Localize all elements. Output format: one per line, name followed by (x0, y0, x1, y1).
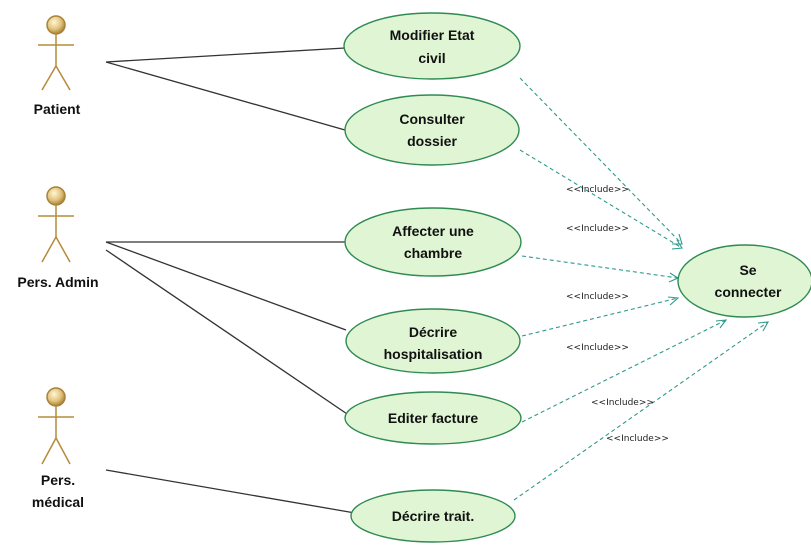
use-case-ellipse (343, 12, 521, 80)
actor-stick-figure-icon (38, 186, 74, 263)
use-case-ellipse (344, 391, 522, 445)
use-case-label-line2: civil (418, 50, 445, 66)
include-arrowhead-decrire-trait (757, 321, 769, 332)
association-medical-decrire-trait (105, 469, 356, 514)
use-case-ellipse (344, 207, 522, 277)
actor-label-pers-admin: Pers. Admin (17, 274, 98, 290)
use-case-affecter-chambre[interactable]: Affecter une chambre (344, 207, 522, 277)
include-line-affecter (521, 255, 679, 279)
association-admin-decrire-hosp (105, 241, 347, 331)
use-case-label-line1: Décrire (409, 324, 457, 340)
include-labels: <<Include>> <<Include>> <<Include>> <<In… (566, 185, 669, 444)
use-case-label: Décrire trait. (392, 508, 474, 524)
include-label-extra: <<Include>> (591, 398, 654, 408)
include-line-decrire-trait (513, 321, 769, 501)
include-label-affecter: <<Include>> (566, 224, 629, 234)
actor-patient[interactable]: Patient (34, 15, 81, 117)
use-case-decrire-trait[interactable]: Décrire trait. (350, 489, 516, 543)
use-case-label-line1: Affecter une (392, 223, 474, 239)
include-arrowhead-editer (715, 319, 728, 329)
use-case-ellipse (350, 489, 516, 543)
use-case-label-line2: chambre (404, 245, 463, 261)
use-case-label-line2: connecter (715, 284, 782, 300)
include-label-editer: <<Include>> (566, 343, 629, 353)
use-case-label-line1: Se (739, 262, 756, 278)
include-label-consulter: <<Include>> (566, 185, 629, 195)
use-case-label-line1: Consulter (399, 111, 465, 127)
association-patient-consulter (105, 61, 346, 131)
use-case-editer-facture[interactable]: Editer facture (344, 391, 522, 445)
include-dependencies (513, 77, 769, 501)
include-label-decrire-trait: <<Include>> (606, 434, 669, 444)
actor-stick-figure-icon (38, 387, 74, 465)
actor-pers-medical[interactable]: Pers. médical (32, 387, 84, 510)
include-arrowhead-decrire-hosp (667, 296, 680, 306)
association-admin-editer (105, 249, 354, 419)
actor-label-pers-medical-line2: médical (32, 494, 84, 510)
include-line-editer (521, 319, 727, 423)
include-line-consulter (519, 149, 683, 249)
use-case-modifier-etat-civil[interactable]: Modifier Etat civil (343, 12, 521, 80)
association-patient-modifier (105, 47, 346, 63)
use-case-ellipse (677, 244, 811, 318)
use-case-label-line2: dossier (407, 133, 457, 149)
include-line-decrire-hosp (521, 297, 679, 337)
include-line-modifier (519, 77, 683, 245)
actor-label-pers-medical-line1: Pers. (41, 472, 75, 488)
include-arrowhead-consulter (671, 239, 683, 250)
use-case-se-connecter[interactable]: Se connecter (677, 244, 811, 318)
use-case-decrire-hospitalisation[interactable]: Décrire hospitalisation (345, 308, 521, 374)
use-case-ellipse (344, 94, 520, 166)
use-case-label-line2: hospitalisation (384, 346, 483, 362)
include-label-decrire-hosp: <<Include>> (566, 292, 629, 302)
use-case-label-line1: Modifier Etat (390, 27, 475, 43)
include-arrowhead-modifier (672, 233, 683, 245)
associations (105, 47, 356, 514)
include-arrowhead-affecter (668, 272, 680, 283)
use-case-ellipse (345, 308, 521, 374)
use-case-label: Editer facture (388, 410, 478, 426)
actor-label-patient: Patient (34, 101, 81, 117)
actor-pers-admin[interactable]: Pers. Admin (17, 186, 99, 290)
use-case-consulter-dossier[interactable]: Consulter dossier (344, 94, 520, 166)
actor-stick-figure-icon (38, 15, 74, 91)
